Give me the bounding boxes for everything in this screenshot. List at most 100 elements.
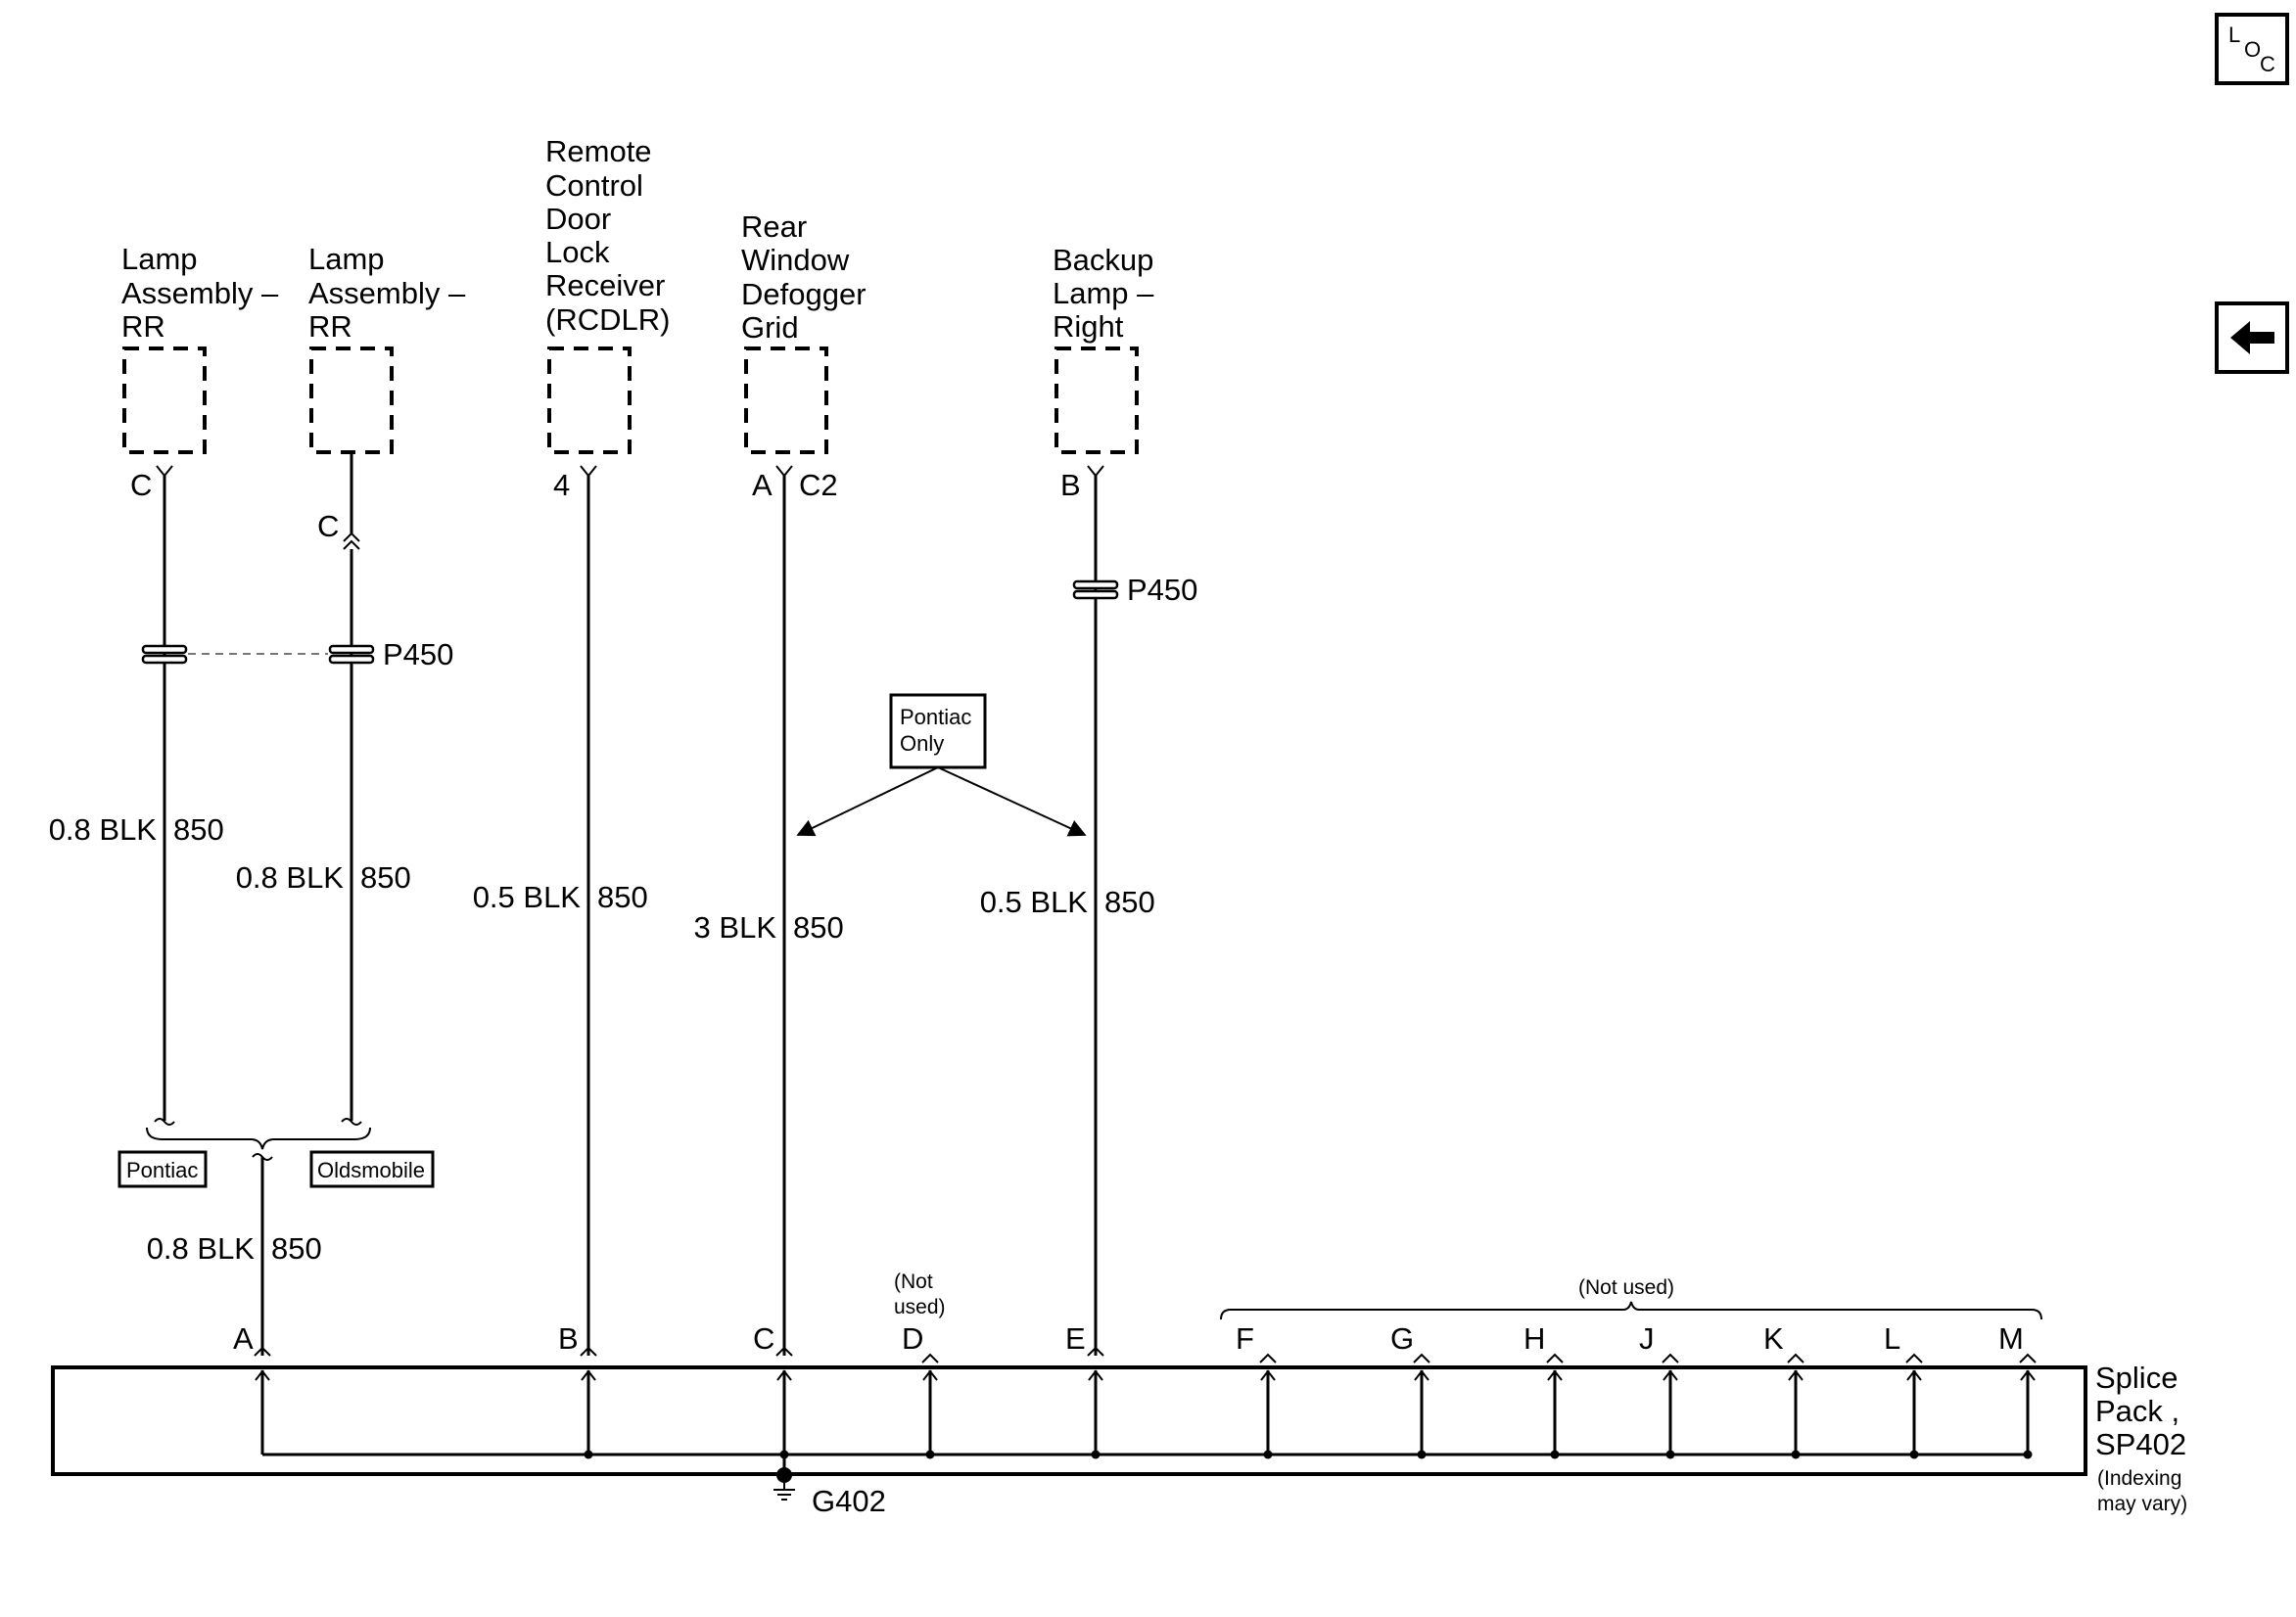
- not-used-note-d: (Not used): [894, 1270, 946, 1318]
- svg-text:SP402: SP402: [2095, 1427, 2186, 1461]
- pontiac-only-callout: Pontiac Only: [889, 693, 987, 769]
- svg-text:Pontiac: Pontiac: [126, 1158, 198, 1182]
- svg-text:Control: Control: [545, 168, 643, 203]
- defogger-title: Rear Window Defogger Grid: [741, 209, 867, 345]
- svg-text:Lock: Lock: [545, 235, 610, 269]
- lamp-rr-right-box: [309, 346, 394, 454]
- svg-text:(Indexing: (Indexing: [2097, 1467, 2181, 1490]
- wire-label-lamp-common: 0.8 BLK: [147, 1231, 256, 1266]
- ground-label: G402: [812, 1484, 886, 1518]
- splice-pin-label: K: [1763, 1321, 1784, 1356]
- backup-lamp-title: Backup Lamp – Right: [1053, 243, 1154, 344]
- svg-text:(Not: (Not: [894, 1270, 933, 1293]
- splice-junction-dot: [779, 1450, 789, 1459]
- back-button[interactable]: [2215, 301, 2289, 374]
- svg-text:Lamp: Lamp: [308, 242, 385, 276]
- terminal-symbol: [921, 1353, 939, 1363]
- terminal-symbol: [580, 465, 597, 478]
- splice-junction-dot: [1417, 1450, 1427, 1459]
- terminal-symbol: [775, 1346, 793, 1357]
- splice-junction-dot: [584, 1450, 593, 1459]
- pin-backup-lamp: B: [1060, 468, 1081, 502]
- splice-pin-label: A: [233, 1321, 254, 1356]
- splice-pin-label: J: [1639, 1321, 1655, 1356]
- svg-text:Grid: Grid: [741, 310, 799, 345]
- terminal-symbol: [580, 1346, 597, 1357]
- terminal-symbol: [1787, 1353, 1804, 1363]
- splice-pin-arrow: [1788, 1369, 1804, 1381]
- splice-pin-arrow: [776, 1369, 792, 1381]
- splice-pin-label: M: [1998, 1321, 2024, 1356]
- wire-end-tilde: [154, 1118, 175, 1126]
- svg-text:Backup: Backup: [1053, 243, 1153, 277]
- rcdlr-box: [547, 346, 632, 454]
- svg-text:Door: Door: [545, 202, 611, 236]
- splice-pin-arrow: [1547, 1369, 1563, 1381]
- defogger-box: [744, 346, 828, 454]
- svg-text:Pontiac: Pontiac: [900, 705, 971, 729]
- splice-pin-arrow: [2020, 1369, 2036, 1381]
- circuit-number: 850: [597, 880, 648, 914]
- terminal-symbol: [1087, 1346, 1104, 1357]
- splice-pin-arrow: [1663, 1369, 1678, 1381]
- splice-pin-arrow: [1260, 1369, 1276, 1381]
- splice-junction-dot: [1550, 1450, 1560, 1459]
- terminal-symbol: [1662, 1353, 1679, 1363]
- splice-pin-label: L: [1884, 1321, 1900, 1356]
- terminal-symbol: [2019, 1353, 2037, 1363]
- arrow-left-icon: [2230, 321, 2274, 354]
- splice-pin-label: B: [558, 1321, 579, 1356]
- svg-text:Splice: Splice: [2095, 1361, 2178, 1395]
- p450-label-backup: P450: [1127, 573, 1197, 607]
- oldsmobile-option-box: Oldsmobile: [309, 1150, 435, 1188]
- terminal-symbol: [1546, 1353, 1564, 1363]
- terminal-symbol: [1259, 1353, 1277, 1363]
- pin-defogger: A: [752, 468, 773, 502]
- svg-text:Right: Right: [1053, 309, 1124, 344]
- svg-text:RR: RR: [308, 309, 352, 344]
- not-used-brace: [1220, 1301, 2042, 1320]
- loc-c: C: [2260, 52, 2275, 76]
- callout-arrow-backup: [937, 766, 1087, 837]
- splice-junction-dot: [1791, 1450, 1801, 1459]
- svg-text:Lamp: Lamp: [121, 242, 198, 276]
- svg-text:Oldsmobile: Oldsmobile: [317, 1158, 425, 1182]
- svg-text:may vary): may vary): [2097, 1493, 2187, 1515]
- inline-connector-lamp-left: [141, 644, 188, 665]
- splice-pack-box: [51, 1365, 2087, 1476]
- lamp-rr-left-box: [122, 346, 207, 454]
- splice-pin-arrow: [581, 1369, 596, 1381]
- ground-splice-dot: [776, 1467, 792, 1483]
- splice-junction-dot: [2023, 1450, 2033, 1459]
- splice-pack-note: (Indexing may vary): [2097, 1467, 2187, 1515]
- terminal-symbol: [254, 1346, 271, 1357]
- terminal-symbol: [1905, 1353, 1923, 1363]
- wire-label-defogger: 3 BLK: [694, 910, 777, 945]
- rcdlr-title: Remote Control Door Lock Receiver (RCDLR…: [545, 134, 670, 337]
- loc-button[interactable]: L O C: [2215, 13, 2289, 85]
- callout-arrow-defogger: [796, 766, 939, 837]
- defogger-connector: C2: [799, 468, 838, 502]
- pin-lamp-rr-left: C: [130, 468, 152, 502]
- circuit-number: 850: [793, 910, 844, 945]
- pontiac-option-box: Pontiac: [117, 1150, 208, 1188]
- splice-pin-arrow: [1906, 1369, 1922, 1381]
- lamp-rr-left-title: Lamp Assembly – RR: [121, 242, 279, 344]
- wire-label-rcdlr: 0.5 BLK: [473, 880, 582, 914]
- option-brace: [146, 1127, 371, 1150]
- svg-text:Assembly –: Assembly –: [308, 276, 466, 310]
- inline-connector-backup: [1072, 579, 1119, 600]
- splice-pin-label: G: [1390, 1321, 1414, 1356]
- svg-text:Rear: Rear: [741, 209, 807, 244]
- terminal-symbol: [156, 465, 173, 478]
- terminal-symbol: [1413, 1353, 1430, 1363]
- svg-text:Receiver: Receiver: [545, 268, 665, 302]
- terminal-symbol: [1087, 465, 1104, 478]
- splice-pin-label: C: [753, 1321, 774, 1356]
- terminal-symbol: [775, 465, 793, 478]
- svg-text:Window: Window: [741, 243, 850, 277]
- svg-text:Lamp –: Lamp –: [1053, 276, 1154, 310]
- splice-pin-label: F: [1236, 1321, 1254, 1356]
- splice-junction-dot: [1909, 1450, 1919, 1459]
